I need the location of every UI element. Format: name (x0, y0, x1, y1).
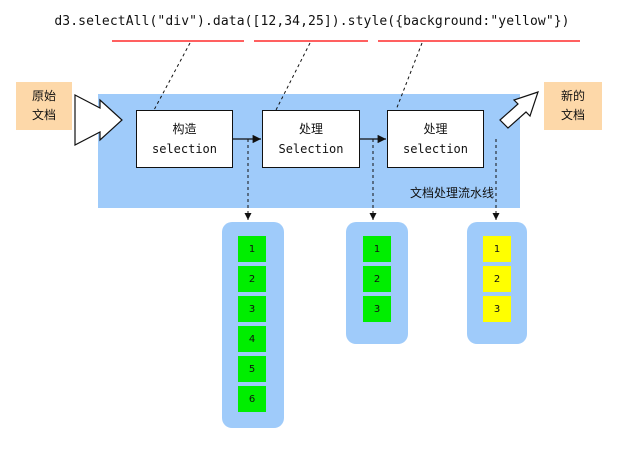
source-document-label-2: 文档 (31, 108, 56, 122)
stage-subtitle: Selection (278, 142, 344, 156)
selection-cell: 1 (238, 236, 266, 262)
selection-cell: 1 (363, 236, 391, 262)
selection-cell: 2 (238, 266, 266, 292)
output-arrow-icon (499, 91, 539, 129)
result-document-label-2: 文档 (560, 108, 585, 122)
selection-cell: 2 (483, 266, 511, 292)
pipeline-label: 文档处理流水线 (410, 186, 495, 200)
selection-cell: 3 (483, 296, 511, 322)
callout-line-1 (153, 42, 191, 111)
selection-cell: 5 (238, 356, 266, 382)
selection-cell: 1 (483, 236, 511, 262)
stage-construct-selection: 构造 selection (136, 110, 233, 168)
stage-title: 构造 (172, 122, 197, 136)
callout-line-2 (275, 42, 311, 111)
stage-process-style: 处理 selection (387, 110, 484, 168)
result-document: 新的 文档 (544, 82, 602, 130)
stage-process-data: 处理 Selection (262, 110, 360, 168)
result-document-label-1: 新的 (560, 89, 585, 103)
input-arrow-icon (74, 94, 123, 146)
stage-title: 处理 (423, 122, 448, 136)
stage-subtitle: selection (402, 142, 469, 156)
stage-subtitle: selection (151, 142, 218, 156)
selection-cell: 2 (363, 266, 391, 292)
selection-cell: 6 (238, 386, 266, 412)
code-snippet: d3.selectAll("div").data([12,34,25]).sty… (54, 14, 570, 29)
selection-cell: 3 (238, 296, 266, 322)
stage-title: 处理 (298, 122, 323, 136)
source-document-label-1: 原始 (31, 89, 56, 103)
source-document: 原始 文档 (16, 82, 72, 130)
selection-cell: 3 (363, 296, 391, 322)
selection-cell: 4 (238, 326, 266, 352)
callout-line-3 (395, 42, 423, 111)
